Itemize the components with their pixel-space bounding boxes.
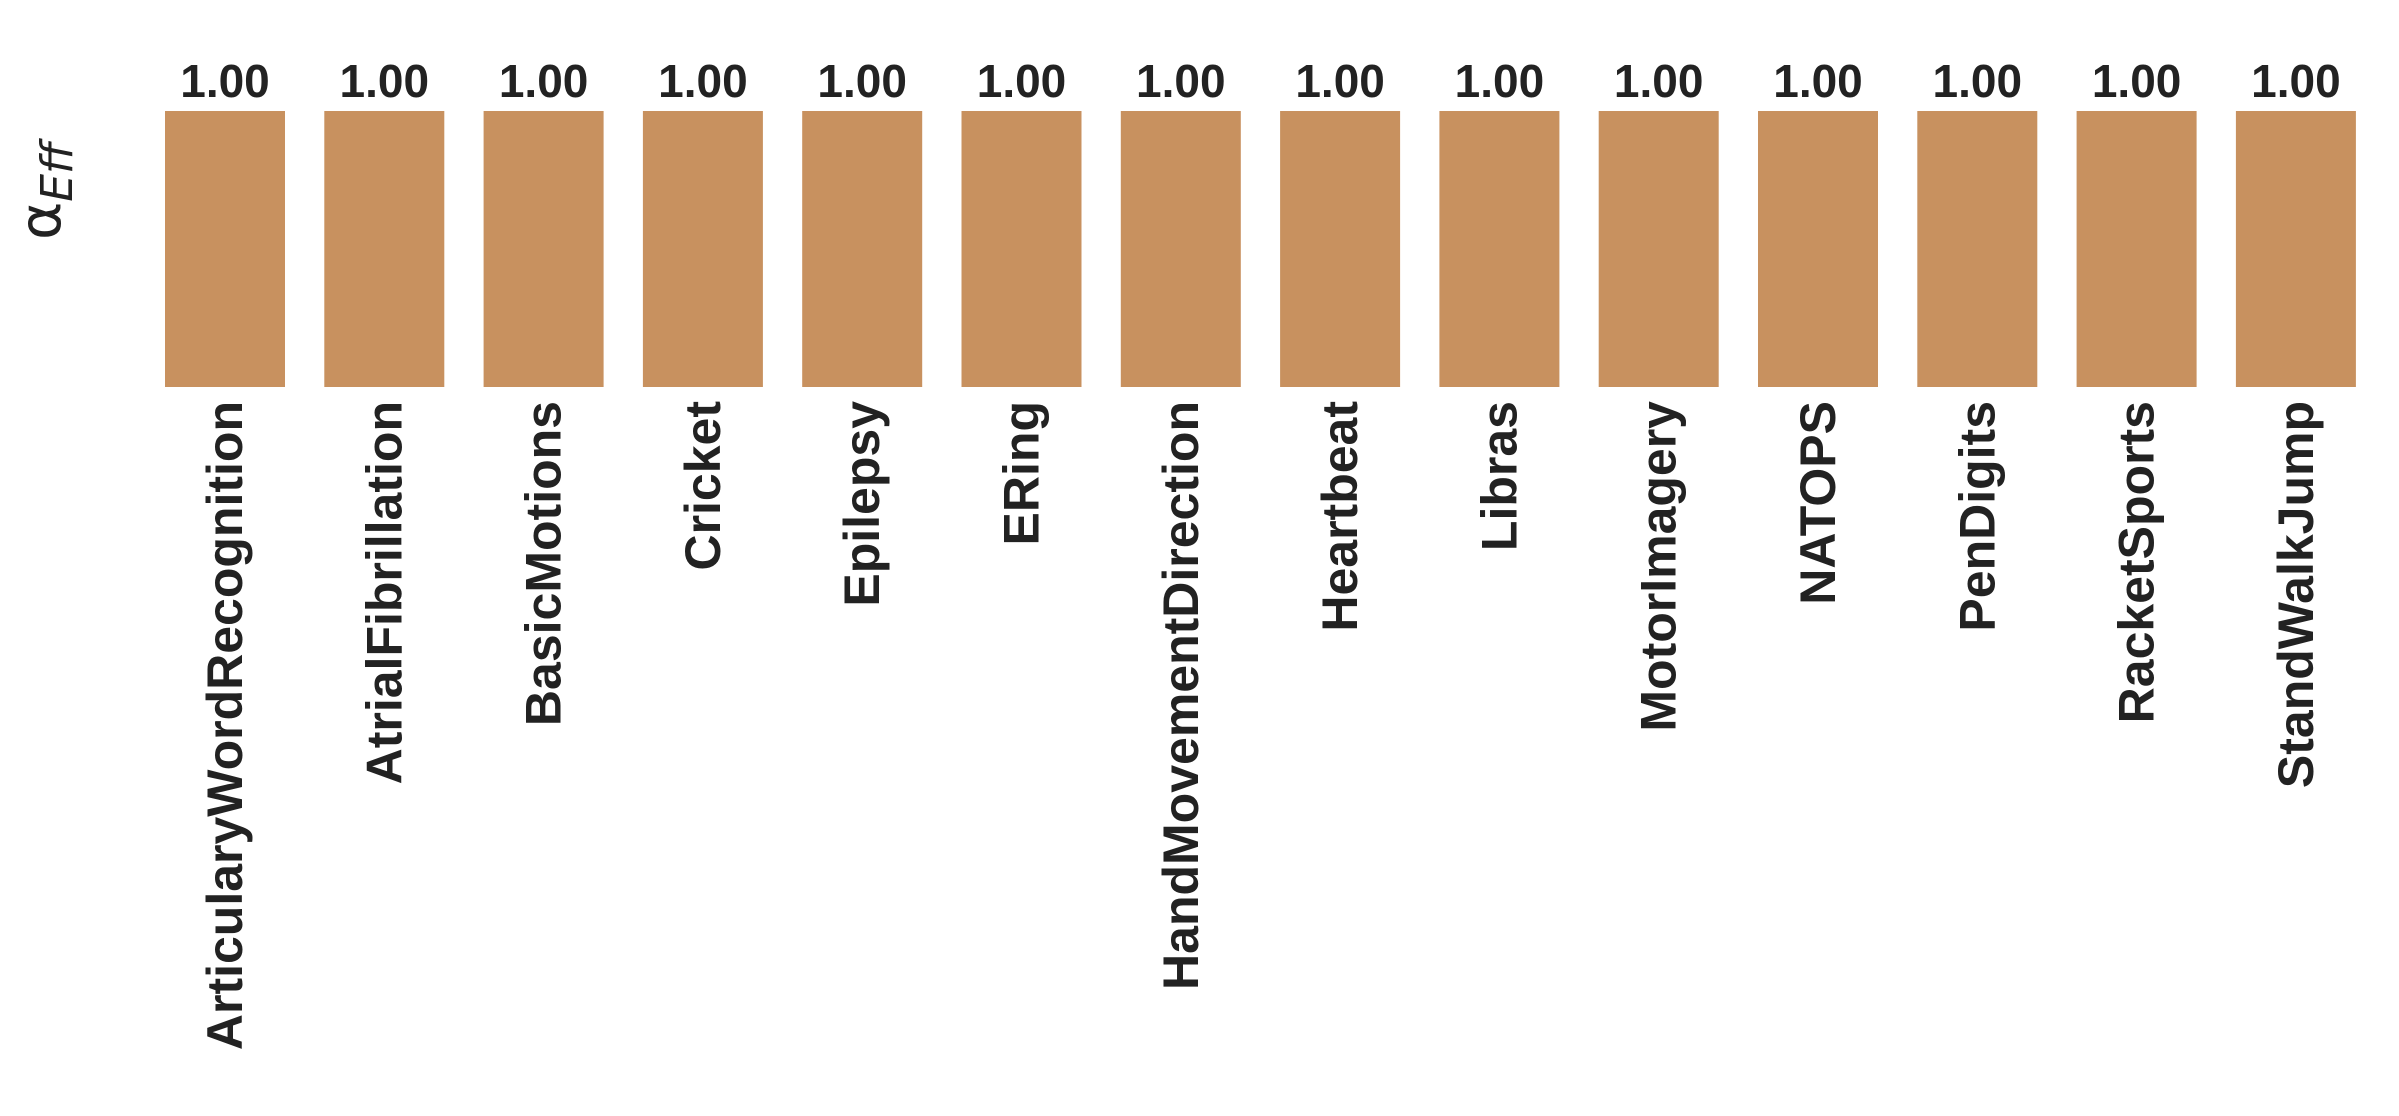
data-label-handmovementdirection: 1.00 bbox=[1136, 55, 1226, 107]
bar-libras bbox=[1439, 111, 1560, 387]
category-label-articularywordrecognition: ArticularyWordRecognition bbox=[197, 401, 253, 1050]
category-label-heartbeat: Heartbeat bbox=[1312, 401, 1368, 632]
y-axis-subscript: Eff bbox=[32, 138, 83, 202]
category-label-cricket: Cricket bbox=[675, 401, 731, 571]
data-label-motorimagery: 1.00 bbox=[1614, 55, 1704, 107]
data-label-articularywordrecognition: 1.00 bbox=[180, 55, 270, 107]
data-label-standwalkjump: 1.00 bbox=[2251, 55, 2341, 107]
category-label-motorimagery: MotorImagery bbox=[1631, 401, 1687, 732]
category-label-standwalkjump: StandWalkJump bbox=[2268, 401, 2324, 788]
category-label-natops: NATOPS bbox=[1790, 401, 1846, 605]
category-label-handmovementdirection: HandMovementDirection bbox=[1153, 401, 1209, 990]
bar-cricket bbox=[642, 111, 763, 387]
data-label-natops: 1.00 bbox=[1773, 55, 1863, 107]
category-labels-group: ArticularyWordRecognition AtrialFibrillat… bbox=[197, 401, 2324, 1050]
value-labels-group: 1.00 1.00 1.00 1.00 1.00 1.00 1.00 1.00 1.00 1.00… bbox=[180, 55, 2340, 107]
data-label-libras: 1.00 bbox=[1455, 55, 1545, 107]
data-label-epilepsy: 1.00 bbox=[817, 55, 907, 107]
bar-epilepsy bbox=[802, 111, 923, 387]
data-label-heartbeat: 1.00 bbox=[1295, 55, 1385, 107]
data-label-ering: 1.00 bbox=[977, 55, 1067, 107]
category-label-ering: ERing bbox=[994, 401, 1050, 545]
bar-pendigits bbox=[1917, 111, 2038, 387]
category-label-pendigits: PenDigits bbox=[1949, 401, 2005, 632]
category-label-racketsports: RacketSports bbox=[2109, 401, 2165, 723]
y-axis-label-text: αEff bbox=[6, 138, 83, 240]
y-axis-symbol: α bbox=[6, 202, 74, 240]
bar-articularywordrecognition bbox=[165, 111, 285, 387]
data-label-basicmotions: 1.00 bbox=[499, 55, 589, 107]
category-label-epilepsy: Epilepsy bbox=[834, 401, 890, 607]
bar-heartbeat bbox=[1280, 111, 1401, 387]
data-label-cricket: 1.00 bbox=[658, 55, 748, 107]
bar-motorimagery bbox=[1598, 111, 1719, 387]
bar-racketsports bbox=[2076, 111, 2197, 387]
data-label-pendigits: 1.00 bbox=[1933, 55, 2023, 107]
bar-handmovementdirection bbox=[1120, 111, 1241, 387]
category-label-basicmotions: BasicMotions bbox=[516, 401, 572, 726]
category-label-libras: Libras bbox=[1471, 401, 1527, 551]
bars-group bbox=[165, 111, 2356, 387]
bar-ering bbox=[961, 111, 1082, 387]
bar-standwalkjump bbox=[2235, 111, 2356, 387]
bar-atrialfibrillation bbox=[324, 111, 445, 387]
y-axis-label: αEff bbox=[6, 138, 83, 240]
bar-natops bbox=[1758, 111, 1878, 387]
data-label-racketsports: 1.00 bbox=[2092, 55, 2182, 107]
bar-basicmotions bbox=[483, 111, 604, 387]
data-label-atrialfibrillation: 1.00 bbox=[340, 55, 430, 107]
category-label-atrialfibrillation: AtrialFibrillation bbox=[356, 401, 412, 784]
